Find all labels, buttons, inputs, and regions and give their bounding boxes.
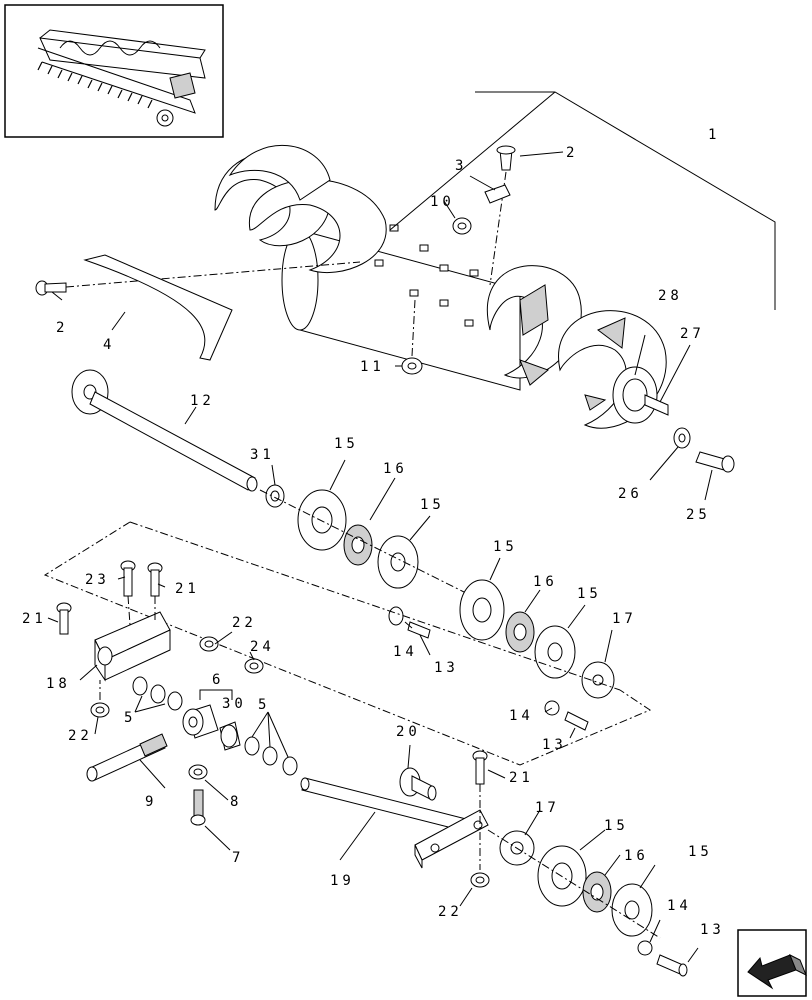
callout-11: 11 <box>360 359 385 375</box>
callout-28: 28 <box>658 288 683 304</box>
callout-2-top: 2 <box>566 145 578 161</box>
callout-14-middle: 14 <box>509 708 534 724</box>
callout-22-a: 22 <box>232 615 257 631</box>
callout-15-e: 15 <box>604 818 629 834</box>
callout-20: 20 <box>396 724 421 740</box>
callout-3: 3 <box>455 158 467 174</box>
callout-21-c: 21 <box>509 770 534 786</box>
callout-21-b: 21 <box>22 611 47 627</box>
callout-9: 9 <box>145 794 157 810</box>
callout-21-a: 21 <box>175 581 200 597</box>
cover-plate-4 <box>83 254 233 361</box>
callout-15-c: 15 <box>493 539 518 555</box>
callout-24: 24 <box>250 639 275 655</box>
callout-22-b: 22 <box>68 728 93 744</box>
callout-15-d: 15 <box>577 586 602 602</box>
bolt-2-left <box>35 261 361 296</box>
callout-31: 31 <box>250 447 275 463</box>
callout-6: 6 <box>212 672 224 688</box>
callout-2-left: 2 <box>56 320 68 336</box>
callout-23: 23 <box>85 572 110 588</box>
callout-26: 26 <box>618 486 643 502</box>
spacer-6 <box>182 704 241 751</box>
nut-10 <box>452 217 472 235</box>
leader-lines <box>47 151 713 963</box>
nut-22-c <box>470 872 490 888</box>
callout-14-lower: 14 <box>667 898 692 914</box>
clip-3 <box>484 184 511 204</box>
callout-14-upper: 14 <box>393 644 418 660</box>
bracket-18 <box>94 611 171 682</box>
previous-page-arrow-icon[interactable] <box>737 929 807 997</box>
callout-30: 30 <box>222 696 247 712</box>
callout-17-b: 17 <box>535 800 560 816</box>
bearing-stack-upper <box>259 484 481 601</box>
bearing-stack-middle <box>459 579 615 699</box>
callout-13-upper: 13 <box>434 660 459 676</box>
washers-5-right <box>244 736 298 776</box>
bolt-23 <box>120 560 136 626</box>
pin-9 <box>86 733 168 782</box>
callout-19: 19 <box>330 873 355 889</box>
bearing-stack-lower <box>487 829 661 939</box>
bolt-7 <box>190 789 206 826</box>
callout-15-a: 15 <box>334 436 359 452</box>
bolt-21-a <box>147 562 163 620</box>
callout-17-a: 17 <box>612 611 637 627</box>
callout-18: 18 <box>46 676 71 692</box>
callout-8: 8 <box>230 794 242 810</box>
nut-22-b <box>90 680 110 718</box>
nut-8 <box>188 764 208 780</box>
bolt-21-b <box>56 602 72 635</box>
assembly-boundary <box>43 521 652 766</box>
washer-14-lower <box>637 940 653 956</box>
callout-4: 4 <box>103 337 115 353</box>
bolt-2-top <box>489 145 516 286</box>
machine-overview-thumbnail <box>4 4 224 138</box>
auger-assembly <box>214 91 776 429</box>
callout-labels: 1 2 2 3 4 5 5 6 7 8 9 10 11 12 13 13 13 … <box>22 127 725 938</box>
stub-20 <box>399 767 437 801</box>
bolt-21-c <box>472 750 488 870</box>
callout-12: 12 <box>190 393 215 409</box>
washer-14-middle <box>544 700 589 731</box>
callout-15-b: 15 <box>420 497 445 513</box>
callout-7: 7 <box>232 850 244 866</box>
washer-26 <box>673 427 691 449</box>
callout-16-b: 16 <box>533 574 558 590</box>
callout-15-f: 15 <box>688 844 713 860</box>
callout-10: 10 <box>430 194 455 210</box>
callout-22-c: 22 <box>438 904 463 920</box>
bolt-13-lower <box>656 954 688 977</box>
nut-22-a <box>199 636 219 652</box>
shaft-19 <box>300 777 489 869</box>
nut-24 <box>244 658 264 674</box>
callout-13-middle: 13 <box>542 737 567 753</box>
callout-27: 27 <box>680 326 705 342</box>
callout-16-c: 16 <box>624 848 649 864</box>
callout-13-lower: 13 <box>700 922 725 938</box>
bolt-25 <box>695 451 735 473</box>
callout-1: 1 <box>708 127 720 143</box>
callout-25: 25 <box>686 507 711 523</box>
callout-5-right: 5 <box>258 697 270 713</box>
shaft-12 <box>71 369 258 492</box>
callout-5-left: 5 <box>124 710 136 726</box>
callout-16-a: 16 <box>383 461 408 477</box>
washers-5-left <box>132 676 183 711</box>
